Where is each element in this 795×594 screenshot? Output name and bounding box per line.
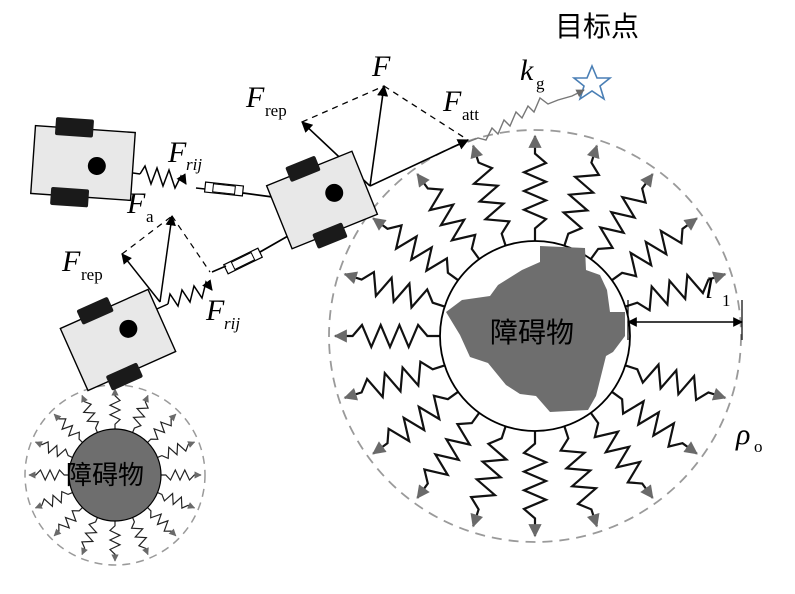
repulsive-spring <box>611 390 698 455</box>
goal-spring <box>467 89 585 143</box>
repulsive-spring <box>147 413 177 443</box>
l1-label: l <box>705 272 713 305</box>
repulsive-spring <box>28 468 69 482</box>
obstacle-big-label: 障碍物 <box>490 316 574 349</box>
repulsive-spring <box>372 217 459 282</box>
inter-robot-spring-bottom: F rij <box>149 235 289 333</box>
robot-wheel <box>285 156 321 182</box>
repulsive-spring <box>469 426 510 528</box>
repulsive-spring <box>157 492 196 510</box>
repulsive-spring <box>416 412 481 499</box>
repulsive-spring <box>611 217 698 282</box>
repulsive-spring <box>560 144 601 246</box>
repulsive-spring <box>416 173 481 260</box>
robot-bottom-left <box>59 288 177 392</box>
repulsive-spring <box>34 440 73 458</box>
robot-main <box>265 150 379 250</box>
F-att-subscript: att <box>462 105 479 124</box>
repulsive-spring <box>558 426 600 528</box>
repulsive-spring <box>589 412 654 499</box>
repulsive-spring <box>53 507 83 537</box>
l1-subscript: 1 <box>722 291 731 310</box>
repulsive-spring <box>343 359 445 401</box>
F-rij-bottom-subscript: rij <box>224 314 240 333</box>
F-label: F <box>371 50 391 83</box>
F-rep-left-subscript: rep <box>81 265 103 284</box>
F-att-label: F <box>442 85 462 118</box>
repulsive-spring <box>132 394 150 433</box>
influence-radius-circle <box>328 129 742 543</box>
repulsive-spring <box>343 270 445 311</box>
small-obstacle-disc <box>68 428 162 522</box>
robot-wheel <box>106 362 143 391</box>
goal-star-icon <box>571 63 613 101</box>
rho-subscript: o <box>754 437 763 456</box>
F-rij-bottom-label: F <box>205 294 225 327</box>
inter-robot-spring-top: F rij <box>125 136 281 199</box>
repulsive-spring <box>130 517 149 556</box>
F-rep-top-label: F <box>245 81 265 114</box>
goal-label: 目标点 <box>555 10 639 43</box>
repulsive-spring <box>108 388 122 429</box>
repulsive-spring <box>521 134 549 241</box>
repulsive-spring <box>157 441 196 460</box>
repulsive-spring <box>81 394 100 433</box>
spring-length-l1: l 1 <box>627 272 743 340</box>
repulsive-spring <box>147 507 177 537</box>
repulsive-springs-large <box>333 134 727 538</box>
robot-wheel <box>50 186 90 208</box>
robot-wheel <box>312 222 348 249</box>
F-rij-top-subscript: rij <box>186 155 202 174</box>
robot-wheel <box>76 297 114 325</box>
rho-label: ρ <box>735 418 750 451</box>
goal-group: 目标点 k g <box>467 10 639 143</box>
repulsive-spring <box>521 431 549 538</box>
repulsive-spring <box>625 361 727 402</box>
kg-label: k <box>520 54 534 87</box>
large-obstacle: 障碍物 <box>328 129 742 543</box>
repulsive-springs-small <box>28 388 202 562</box>
repulsive-spring <box>625 271 727 313</box>
rho-o-label-group: ρ o <box>735 418 763 456</box>
robot-top-left <box>30 117 136 208</box>
robot-wheel <box>55 117 94 138</box>
repulsive-spring <box>372 390 459 455</box>
repulsive-spring <box>589 173 654 260</box>
F-a-subscript: a <box>146 207 154 226</box>
F-rep-left-label: F <box>61 245 81 278</box>
left-robot-forces: F a F rep <box>61 187 211 303</box>
small-obstacle: 障碍物 <box>24 384 206 566</box>
F-rij-top-label: F <box>167 136 187 169</box>
main-robot-forces: F F rep F att <box>245 50 479 187</box>
kg-subscript: g <box>536 74 545 93</box>
repulsive-spring <box>333 322 440 350</box>
obstacle-small-label: 障碍物 <box>66 461 144 491</box>
repulsive-spring <box>161 468 202 482</box>
repulsive-spring <box>53 413 83 443</box>
F-rep-top-subscript: rep <box>265 101 287 120</box>
repulsive-spring <box>470 144 512 246</box>
repulsive-spring <box>108 521 122 562</box>
repulsive-spring <box>34 490 73 509</box>
repulsive-spring <box>80 517 98 556</box>
obstacle-polygon <box>446 246 625 412</box>
